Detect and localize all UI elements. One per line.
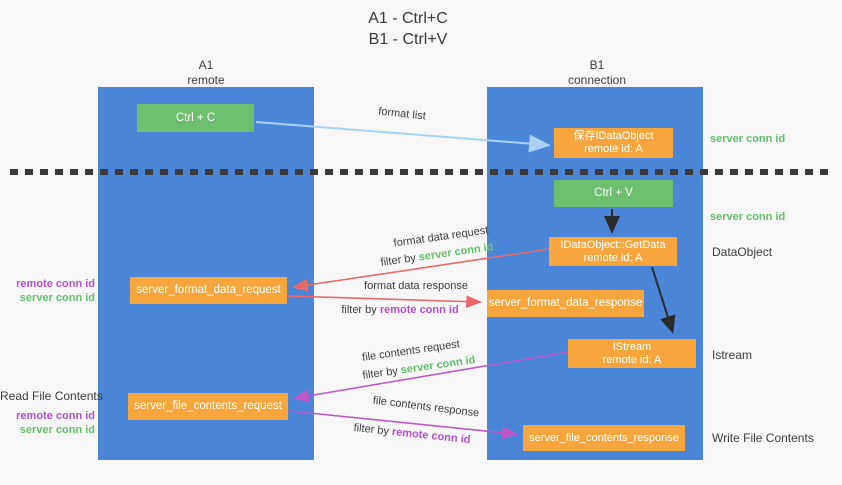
server-format-data-response-box: server_format_data_response xyxy=(487,290,644,317)
ctrl-v-label: Ctrl + V xyxy=(594,187,633,199)
ctrl-c-keypress-box: Ctrl + C xyxy=(137,104,254,132)
file-request-label: server_file_contents_request xyxy=(134,400,282,412)
filter-by-text-3: filter by xyxy=(361,364,402,382)
format-request-label: server_format_data_request xyxy=(136,284,281,296)
a1-subtitle: remote xyxy=(187,73,225,87)
remote-conn-id-text-2: remote conn id xyxy=(391,425,471,447)
server-file-contents-response-box: server_file_contents_response xyxy=(523,425,685,451)
file-response-label: server_file_contents_response xyxy=(529,431,679,444)
ctrl-v-keypress-box: Ctrl + V xyxy=(554,180,673,207)
server-conn-id-text-2: server conn id xyxy=(399,354,477,377)
column-header-a1: A1 remote xyxy=(146,58,266,88)
format-response-label: server_format_data_response xyxy=(488,297,643,309)
b1-subtitle: connection xyxy=(567,73,627,87)
a1-name: A1 xyxy=(198,58,214,72)
format-data-response-filter-label: filter by remote conn id xyxy=(325,304,475,316)
b1-name: B1 xyxy=(589,58,605,72)
left-format-server-conn-id-label: server conn id xyxy=(19,292,95,304)
format-data-response-arrow xyxy=(287,295,483,308)
phase-separator-dotted-line xyxy=(10,169,828,175)
title-line-1: A1 - Ctrl+C xyxy=(368,10,448,27)
file-contents-response-label: file contents response xyxy=(372,394,480,420)
istream-box: IStream remote id: A xyxy=(568,339,696,368)
filter-by-text-2: filter by xyxy=(341,304,380,316)
getdata-line2: remote id: A xyxy=(583,251,643,264)
format-list-label: format list xyxy=(377,105,427,123)
server-file-contents-request-box: server_file_contents_request xyxy=(128,393,288,420)
left-file-server-conn-id-label: server conn id xyxy=(19,424,95,436)
read-file-contents-label: Read File Contents xyxy=(0,389,103,403)
file-contents-response-filter-label: filter by remote conn id xyxy=(333,420,491,448)
write-file-contents-label: Write File Contents xyxy=(712,431,814,445)
right-paste-server-conn-id-label: server conn id xyxy=(710,211,786,223)
save-idataobject-line2: remote id: A xyxy=(584,143,643,155)
filter-by-text-4: filter by xyxy=(353,421,393,438)
getdata-line1: IDataObject::GetData xyxy=(560,238,666,251)
idataobject-getdata-box: IDataObject::GetData remote id: A xyxy=(549,237,677,266)
left-format-remote-conn-id-label: remote conn id xyxy=(16,278,95,290)
format-data-response-label: format data response xyxy=(364,280,468,292)
save-idataobject-box: 保存IDataObject remote id: A xyxy=(554,128,673,158)
istream-side-label: Istream xyxy=(712,348,753,362)
remote-conn-id-text-1: remote conn id xyxy=(379,304,459,316)
title-line-2: B1 - Ctrl+V xyxy=(368,31,448,48)
dataobject-label: DataObject xyxy=(712,245,773,259)
column-header-b1: B1 connection xyxy=(537,58,657,88)
filter-by-text-1: filter by xyxy=(379,251,420,269)
istream-line2: remote id: A xyxy=(602,353,662,366)
ctrl-c-label: Ctrl + C xyxy=(175,111,216,124)
left-file-remote-conn-id-label: remote conn id xyxy=(16,410,95,422)
istream-line1: IStream xyxy=(612,340,652,353)
save-idataobject-line1: 保存IDataObject xyxy=(573,130,654,142)
server-format-data-request-box: server_format_data_request xyxy=(130,277,287,304)
diagram-title: A1 - Ctrl+C B1 - Ctrl+V xyxy=(288,8,528,50)
right-save-server-conn-id-label: server conn id xyxy=(710,133,786,145)
